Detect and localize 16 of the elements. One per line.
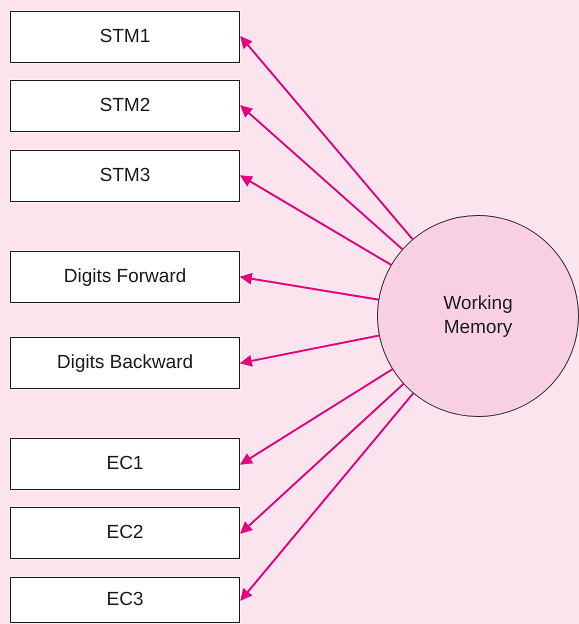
arrow [240,36,414,240]
indicator-box: Digits Forward [10,251,240,303]
indicator-box: EC1 [10,438,240,490]
indicator-box: STM3 [10,150,240,202]
arrow [240,105,403,250]
arrow [240,272,378,301]
indicator-box: STM2 [10,80,240,132]
indicator-box: EC2 [10,507,240,559]
arrow [240,383,404,534]
arrow [240,334,380,367]
indicator-box: STM1 [10,11,240,63]
arrow [240,368,393,465]
arrow [240,392,414,601]
arrow [240,175,392,266]
indicator-box: Digits Backward [10,337,240,389]
indicator-box: EC3 [10,577,240,623]
